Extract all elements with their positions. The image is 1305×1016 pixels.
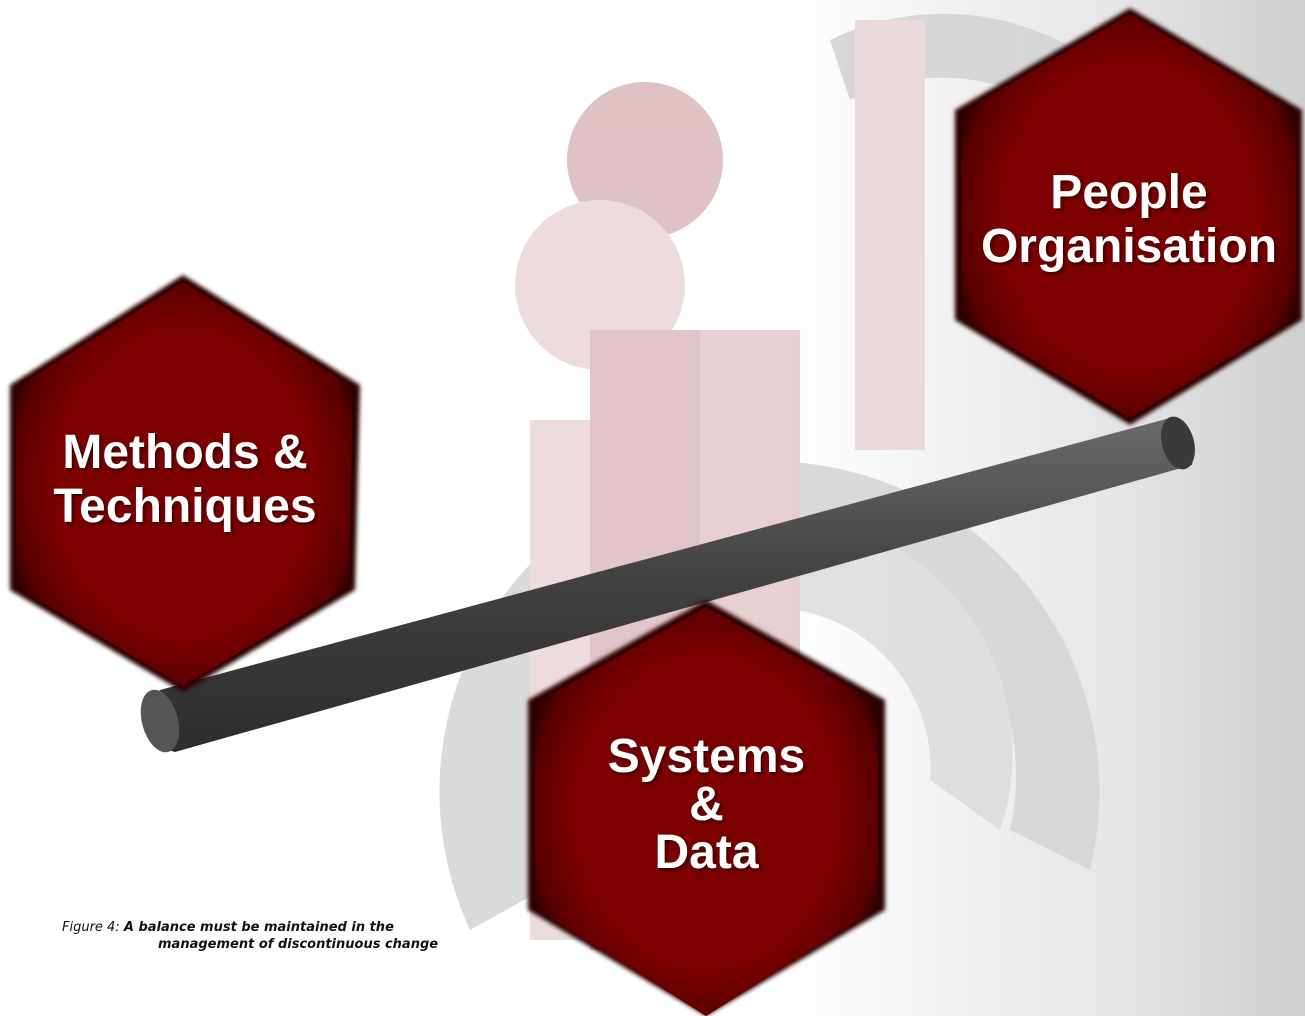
node-line: Systems: [607, 730, 806, 783]
node-line: Organisation: [980, 220, 1278, 273]
caption-line-1: A balance must be maintained in the: [123, 920, 394, 935]
logo-dot-large: [567, 82, 723, 238]
logo-dot-small: [515, 200, 685, 370]
node-label-methods-techniques: Methods & Techniques: [10, 380, 360, 580]
node-label-systems-data: Systems & Data: [528, 700, 885, 910]
hexagon-methods-techniques: [10, 275, 360, 692]
figure-caption: Figure 4: A balance must be maintained i…: [62, 920, 482, 954]
hexagon-systems-data: [528, 600, 885, 1016]
beam-end-left: [140, 689, 180, 753]
node-label-people-organisation: People Organisation: [955, 120, 1303, 320]
node-line: &: [689, 778, 724, 831]
balance-beam: [140, 416, 1195, 753]
hexagon-people-organisation: [955, 8, 1302, 425]
node-line: Methods &: [62, 426, 308, 480]
caption-line-2: management of discontinuous change: [158, 936, 439, 952]
beam-end-right: [1161, 416, 1195, 470]
logo-bar-right: [855, 20, 925, 450]
figure-number: Figure 4:: [62, 920, 120, 935]
node-line: Data: [654, 826, 759, 879]
beam-body: [144, 418, 1194, 752]
node-line: Techniques: [53, 480, 317, 533]
node-line: People: [1050, 166, 1208, 220]
